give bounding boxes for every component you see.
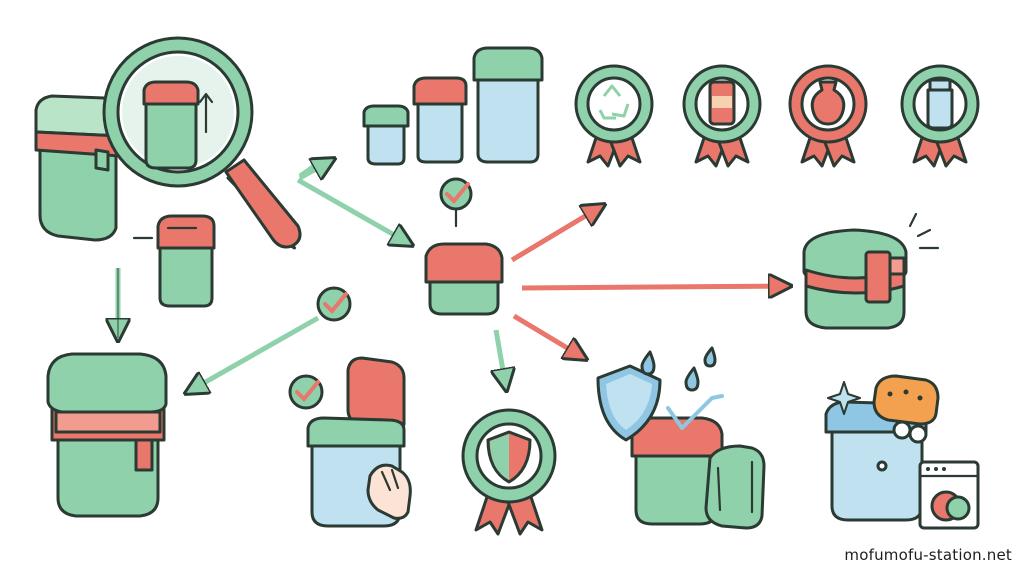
- vase-badge-icon: [788, 64, 868, 168]
- leakproof-container-icon: [596, 346, 766, 530]
- zigzag-arrow: [296, 158, 410, 244]
- site-watermark: mofumofu-station.net: [844, 546, 1012, 564]
- magnifying-glass-icon: [102, 36, 302, 250]
- clamp-lid-container-icon: [802, 212, 940, 330]
- arrow-to-large-container: [188, 315, 320, 392]
- container-size-set-icon: [362, 46, 544, 166]
- check-above-central-icon: [439, 177, 473, 228]
- can-badge-icon: [682, 64, 762, 168]
- large-lidded-container-icon: [46, 352, 168, 518]
- arrows-from-center: [496, 206, 788, 388]
- hand-open-container-icon: [288, 356, 412, 528]
- recycle-badge-icon: [574, 64, 654, 168]
- shield-badge-icon: [461, 408, 557, 536]
- jar-badge-icon: [900, 64, 980, 168]
- check-circle-icon: [316, 286, 352, 322]
- central-container-icon: [424, 242, 504, 316]
- dishwasher-safe-icon: [824, 374, 980, 530]
- small-container-icon: [132, 214, 216, 308]
